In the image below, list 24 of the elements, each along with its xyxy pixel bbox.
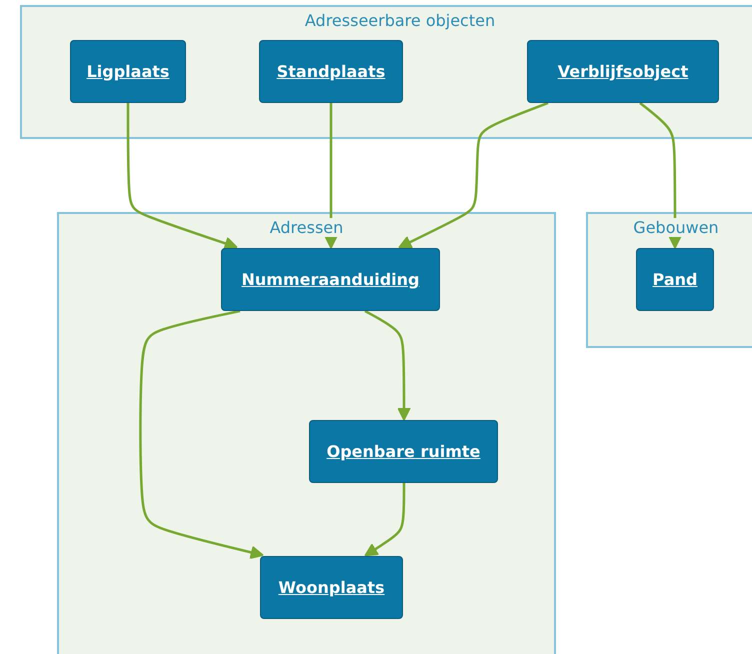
group-panel <box>20 5 752 139</box>
group-panel <box>586 212 752 348</box>
entity-box <box>636 248 714 311</box>
entity-link: Nummeraanduiding <box>242 270 420 289</box>
arrow <box>324 103 338 249</box>
arrow <box>364 483 406 556</box>
arrow <box>126 103 238 250</box>
arrow <box>364 310 411 421</box>
entity-box <box>70 40 186 103</box>
arrow <box>139 310 264 560</box>
entity-link: Pand <box>652 270 698 289</box>
entity-box <box>259 40 403 103</box>
group-panel <box>57 212 556 654</box>
arrow <box>639 102 682 249</box>
entity-box <box>260 556 403 619</box>
entity-link: Ligplaats <box>86 62 170 81</box>
entity-link: Standplaats <box>276 62 386 81</box>
entity-box <box>221 248 440 311</box>
entity-box <box>527 40 719 103</box>
entity-box <box>309 420 498 483</box>
entity-link: Openbare ruimte <box>326 442 480 461</box>
entity-link: Verblijfsobject <box>558 62 688 81</box>
entity-link: Woonplaats <box>278 578 385 597</box>
arrow <box>398 102 548 248</box>
